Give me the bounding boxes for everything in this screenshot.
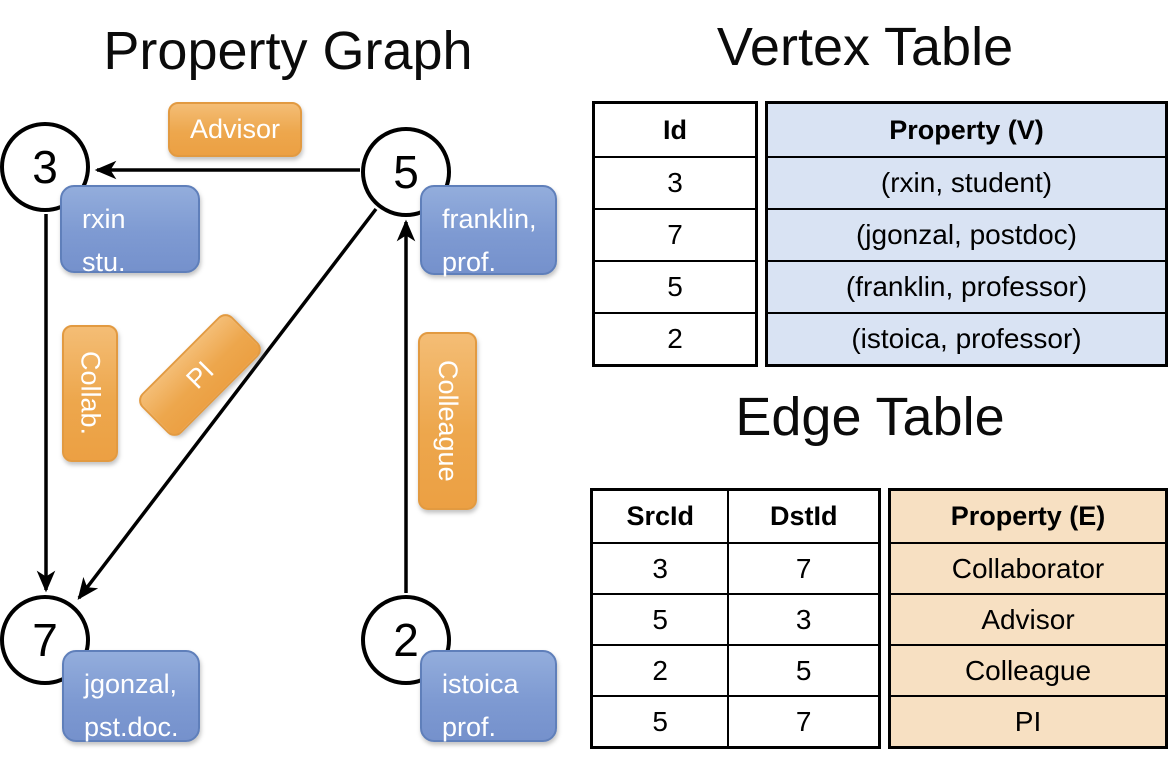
edge-table-id-columns: SrcId DstId 3 7 5 3 2 5 5 7	[590, 488, 881, 749]
edge-label-colleague: Colleague	[418, 332, 477, 510]
edge-pi-5-to-7	[77, 207, 378, 600]
vertex-table-id-cell: 3	[595, 156, 755, 208]
graph-edges-svg	[36, 160, 416, 600]
edge-table-dstid-cell: 3	[727, 593, 878, 644]
vertex-table-id-cell: 7	[595, 208, 755, 260]
edge-label-colleague-text: Colleague	[433, 360, 463, 482]
edge-table-property-cell: Advisor	[891, 593, 1165, 644]
graph-node-2: 2	[361, 595, 451, 685]
node-7-id: 7	[32, 614, 58, 666]
vertex-label-franklin-line2: prof.	[442, 247, 497, 277]
vertex-label-franklin-line1: franklin,	[442, 204, 537, 234]
vertex-table-id-column: Id 3 7 5 2	[592, 101, 758, 367]
vertex-table-property-cell: (istoica, professor)	[768, 312, 1165, 364]
vertex-label-rxin-line1: rxin	[82, 204, 126, 234]
vertex-label-franklin: franklin, prof.	[420, 185, 557, 277]
vertex-table-property-cell: (franklin, professor)	[768, 260, 1165, 312]
property-graph-title: Property Graph	[103, 21, 473, 81]
edge-table-dstid-cell: 7	[727, 695, 878, 746]
node-5-id: 5	[393, 146, 419, 198]
edge-table-srcid-header: SrcId	[626, 501, 694, 531]
vertex-label-rxin: rxin stu.	[60, 185, 200, 277]
graph-node-5: 5	[361, 127, 451, 217]
edge-table-property-cell: Collaborator	[891, 542, 1165, 593]
edge-table-property-column: Property (E) Collaborator Advisor Collea…	[888, 488, 1168, 749]
edge-table-property-header: Property (E)	[891, 491, 1165, 542]
vertex-label-rxin-line2: stu.	[82, 247, 126, 277]
vertex-label-istoica-line2: prof.	[442, 712, 497, 742]
vertex-table-id-cell: 5	[595, 260, 755, 312]
edge-table-title: Edge Table	[735, 387, 1005, 447]
edge-table-srcid-cell: 5	[593, 593, 728, 644]
edge-table-srcid-cell: 2	[593, 644, 728, 695]
edge-label-collab: Collab.	[62, 325, 118, 462]
vertex-label-jgonzal: jgonzal, pst.doc.	[62, 650, 200, 742]
vertex-label-jgonzal-line1: jgonzal,	[84, 669, 178, 699]
edge-table-property-cell: PI	[891, 695, 1165, 746]
node-3-id: 3	[32, 141, 58, 193]
vertex-table-property-cell: (rxin, student)	[768, 156, 1165, 208]
edge-table-dstid-header: DstId	[727, 491, 878, 542]
vertex-table-property-column: Property (V) (rxin, student) (jgonzal, p…	[765, 101, 1168, 367]
edge-table-srcid-cell: 5	[593, 695, 728, 746]
edge-table-property-cell: Colleague	[891, 644, 1165, 695]
vertex-table-property-header: Property (V)	[768, 104, 1165, 156]
node-2-id: 2	[393, 614, 419, 666]
edge-table-dstid-cell: 7	[727, 542, 878, 593]
vertex-table-title: Vertex Table	[716, 17, 1014, 77]
edge-table-dstid-cell: 5	[727, 644, 878, 695]
vertex-label-jgonzal-line2: pst.doc.	[84, 712, 179, 742]
edge-label-collab-text: Collab.	[75, 351, 106, 436]
vertex-table-property-cell: (jgonzal, postdoc)	[768, 208, 1165, 260]
edge-label-advisor-text: Advisor	[189, 114, 281, 144]
edge-table-srcid-cell: 3	[593, 542, 728, 593]
vertex-table-id-cell: 2	[595, 312, 755, 364]
edge-label-advisor: Advisor	[168, 102, 302, 157]
vertex-table-id-header: Id	[663, 114, 687, 145]
vertex-label-istoica-line1: istoica	[442, 669, 519, 699]
vertex-label-istoica: istoica prof.	[420, 650, 557, 742]
edge-label-pi-text: PI	[180, 355, 220, 395]
